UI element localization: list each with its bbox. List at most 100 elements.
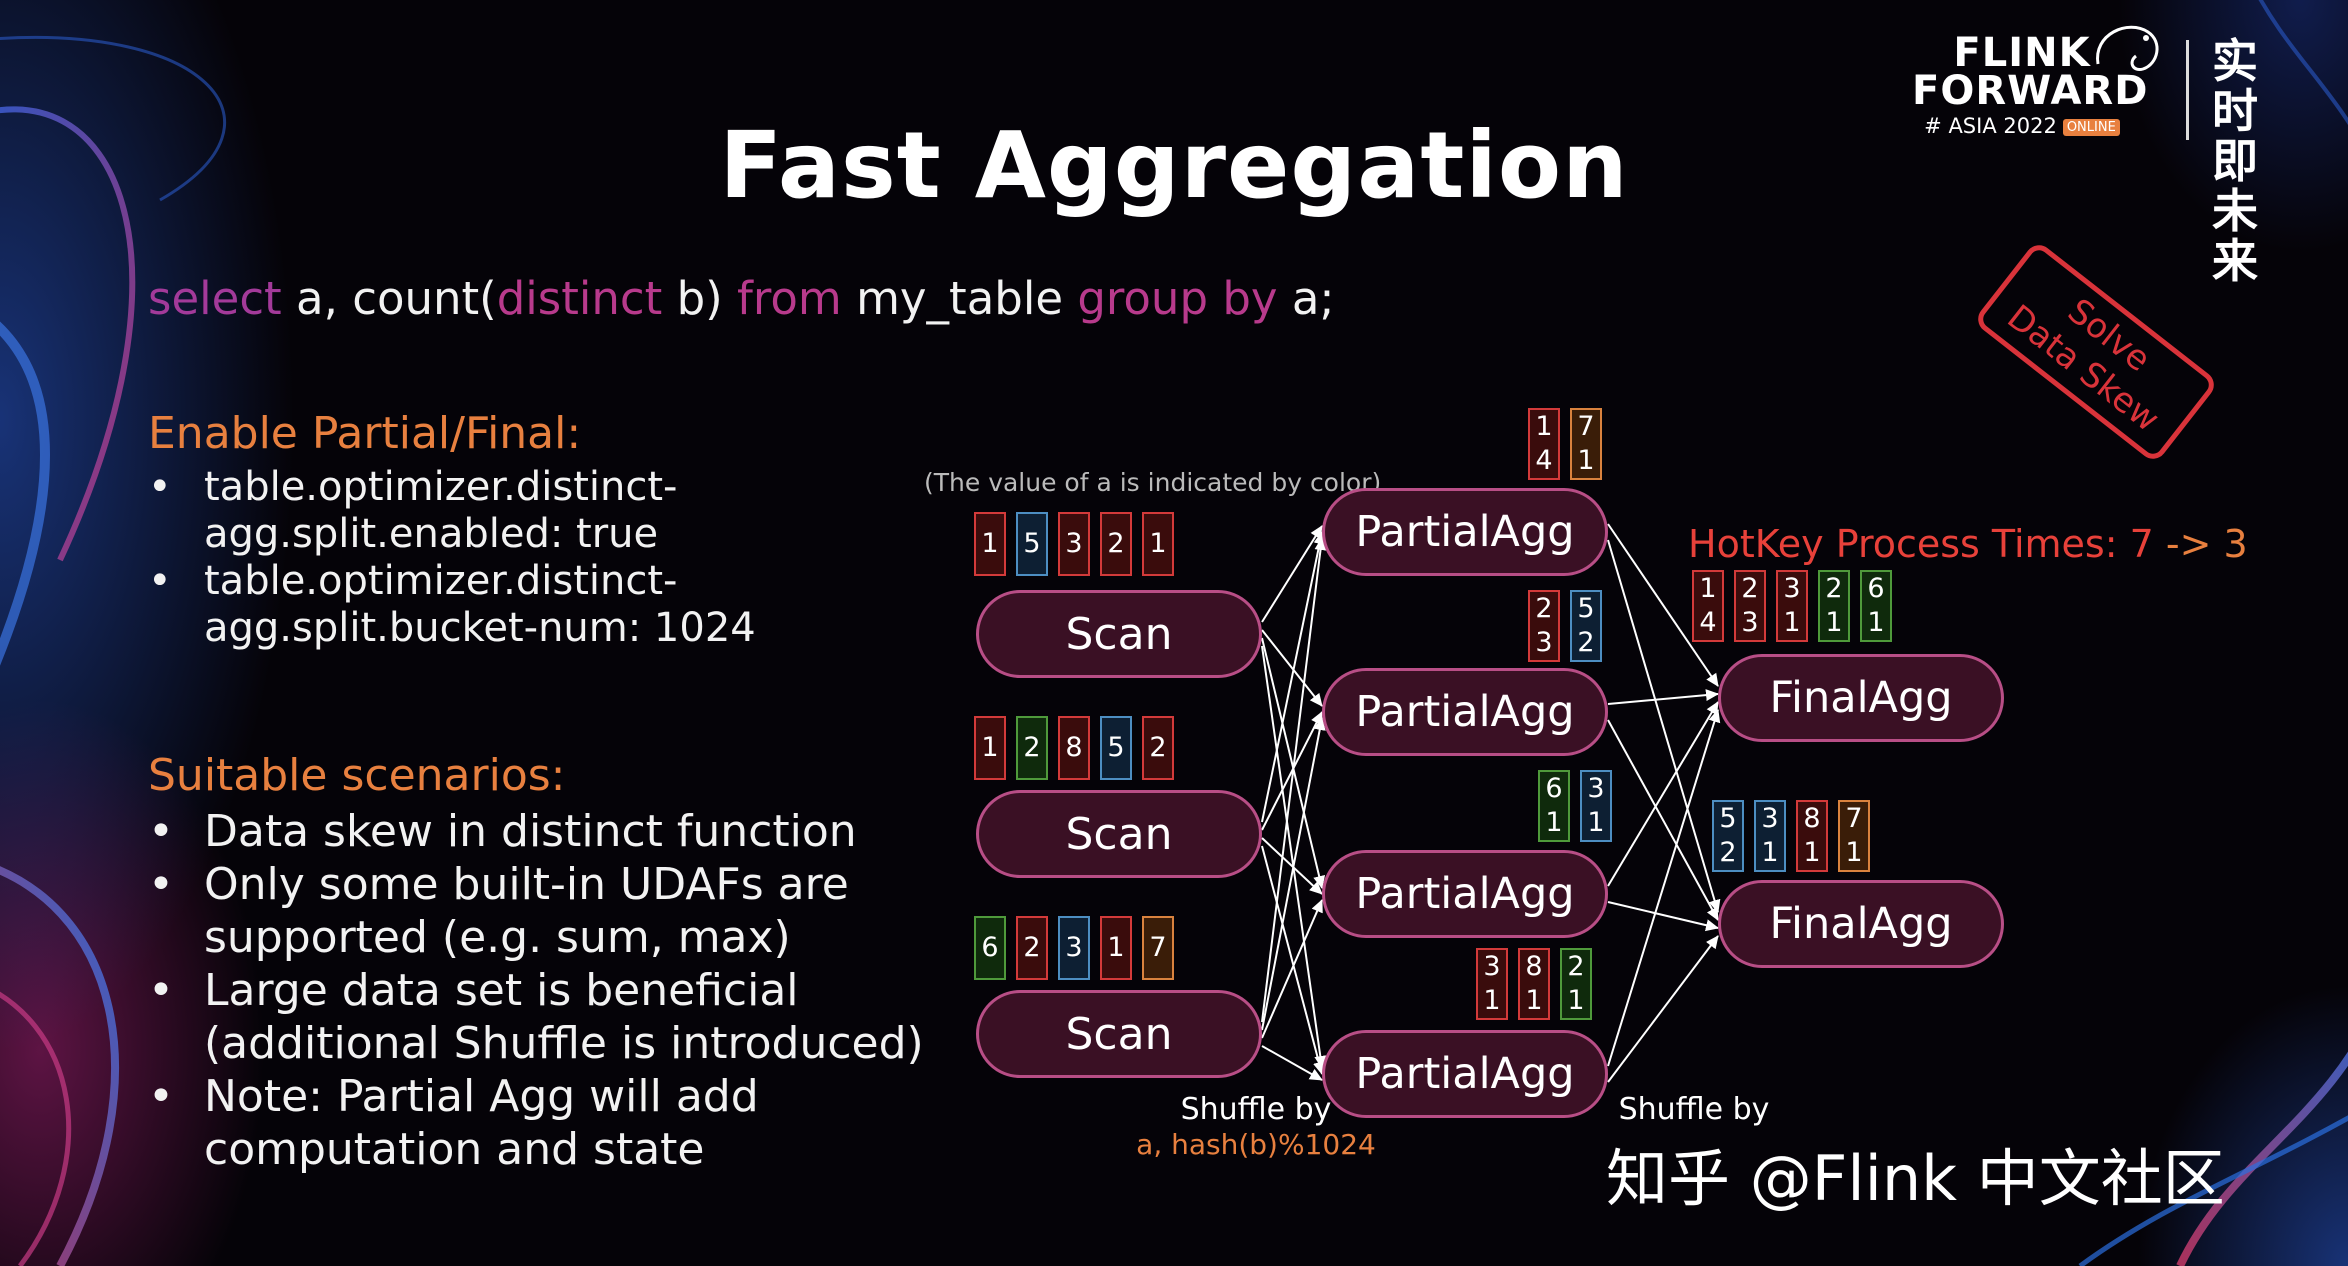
config-list: table.optimizer.distinct-agg.split.enabl…	[148, 464, 868, 652]
flow-arrow	[1261, 637, 1326, 889]
record-key: 1	[1699, 573, 1717, 604]
final-agg-node: FinalAgg	[1718, 880, 2004, 968]
flow-arrow	[1261, 711, 1323, 831]
logo-cn-line: 实时即	[2212, 34, 2258, 188]
record-key: 6	[1867, 573, 1885, 604]
logo-cn-line: 未来	[2212, 184, 2258, 288]
sql-from-keyword: from	[737, 272, 842, 325]
record-cell: 1	[1100, 916, 1132, 980]
record-cell: 8	[1058, 716, 1090, 780]
slide-title: Fast Aggregation	[719, 112, 1629, 219]
flow-arrow	[1607, 709, 1721, 1067]
record-value: 1	[1867, 607, 1885, 638]
hotkey-arrow: ->	[2165, 522, 2212, 566]
record-value: 1	[1845, 837, 1863, 868]
record-value: 1	[1825, 607, 1843, 638]
sql-text: my_table	[841, 272, 1078, 325]
record-cell: 1	[1142, 512, 1174, 576]
record-value: 1	[1525, 985, 1543, 1016]
record-cell: 1	[974, 716, 1006, 780]
flow-arrow	[1261, 1045, 1323, 1081]
record-value: 4	[1535, 445, 1553, 476]
logo-sub: # ASIA 2022	[1924, 114, 2057, 138]
hotkey-value: 3	[2211, 522, 2248, 566]
record-cell: 3	[1058, 916, 1090, 980]
record-key: 3	[1587, 773, 1605, 804]
record-key: 7	[1845, 803, 1863, 834]
record-value: 4	[1699, 607, 1717, 638]
squirrel-icon	[2096, 25, 2159, 72]
record-key: 3	[1761, 803, 1779, 834]
flow-arrow	[1261, 537, 1327, 1023]
partial-agg-node: PartialAgg	[1322, 850, 1608, 938]
shuffle-label: Shuffle by	[1618, 1092, 1770, 1127]
flow-arrow	[1607, 901, 1719, 932]
sql-select-keyword: select	[148, 272, 282, 325]
record-cell: 1	[974, 512, 1006, 576]
section-heading-scenarios: Suitable scenarios:	[148, 750, 566, 801]
record-key: 3	[1783, 573, 1801, 604]
watermark: 知乎 @Flink 中文社区	[1606, 1142, 2225, 1215]
sql-group-by-keyword: group by	[1077, 272, 1278, 325]
scenario-list: Data skew in distinct function Only some…	[148, 805, 928, 1176]
config-item: table.optimizer.distinct-agg.split.enabl…	[148, 464, 868, 558]
sql-text: a, count(	[281, 272, 497, 325]
flow-arrow	[1261, 717, 1326, 1031]
online-badge: ONLINE	[2062, 118, 2120, 136]
sql-text: b)	[662, 272, 738, 325]
shuffle-key: a, hash(b)%1024	[1136, 1128, 1376, 1161]
sql-distinct-keyword: distinct	[496, 272, 663, 325]
record-key: 8	[1525, 951, 1543, 982]
flow-arrow	[1261, 525, 1323, 623]
flow-arrow	[1261, 837, 1323, 895]
flow-arrow	[1261, 645, 1327, 1069]
scenario-item: Large data set is beneficial (additional…	[148, 964, 928, 1070]
record-key: 2	[1567, 951, 1585, 982]
scan-node: Scan	[976, 590, 1262, 678]
flow-arrow	[1607, 689, 1719, 705]
record-value: 1	[1483, 985, 1501, 1016]
config-item: table.optimizer.distinct-agg.split.bucke…	[148, 558, 868, 652]
record-value: 3	[1741, 607, 1759, 638]
flow-arrow	[1607, 935, 1719, 1083]
record-cell: 7	[1142, 916, 1174, 980]
flow-arrow	[1261, 845, 1325, 1075]
logo-line: FORWARD	[1912, 68, 2149, 114]
record-value: 1	[1567, 985, 1585, 1016]
partial-agg-node: PartialAgg	[1322, 668, 1608, 756]
record-value: 1	[1803, 837, 1821, 868]
record-value: 1	[1587, 807, 1605, 838]
diagram-caption: (The value of a is indicated by color)	[924, 468, 1382, 497]
record-value: 1	[1577, 445, 1595, 476]
partial-agg-node: PartialAgg	[1322, 1030, 1608, 1118]
record-value: 2	[1719, 837, 1737, 868]
sql-query: select a, count(distinct b) from my_tabl…	[148, 272, 1335, 325]
scan-node: Scan	[976, 990, 1262, 1078]
flow-arrow	[1261, 531, 1326, 823]
record-value: 2	[1577, 627, 1595, 658]
shuffle-label: Shuffle by	[1180, 1092, 1332, 1127]
